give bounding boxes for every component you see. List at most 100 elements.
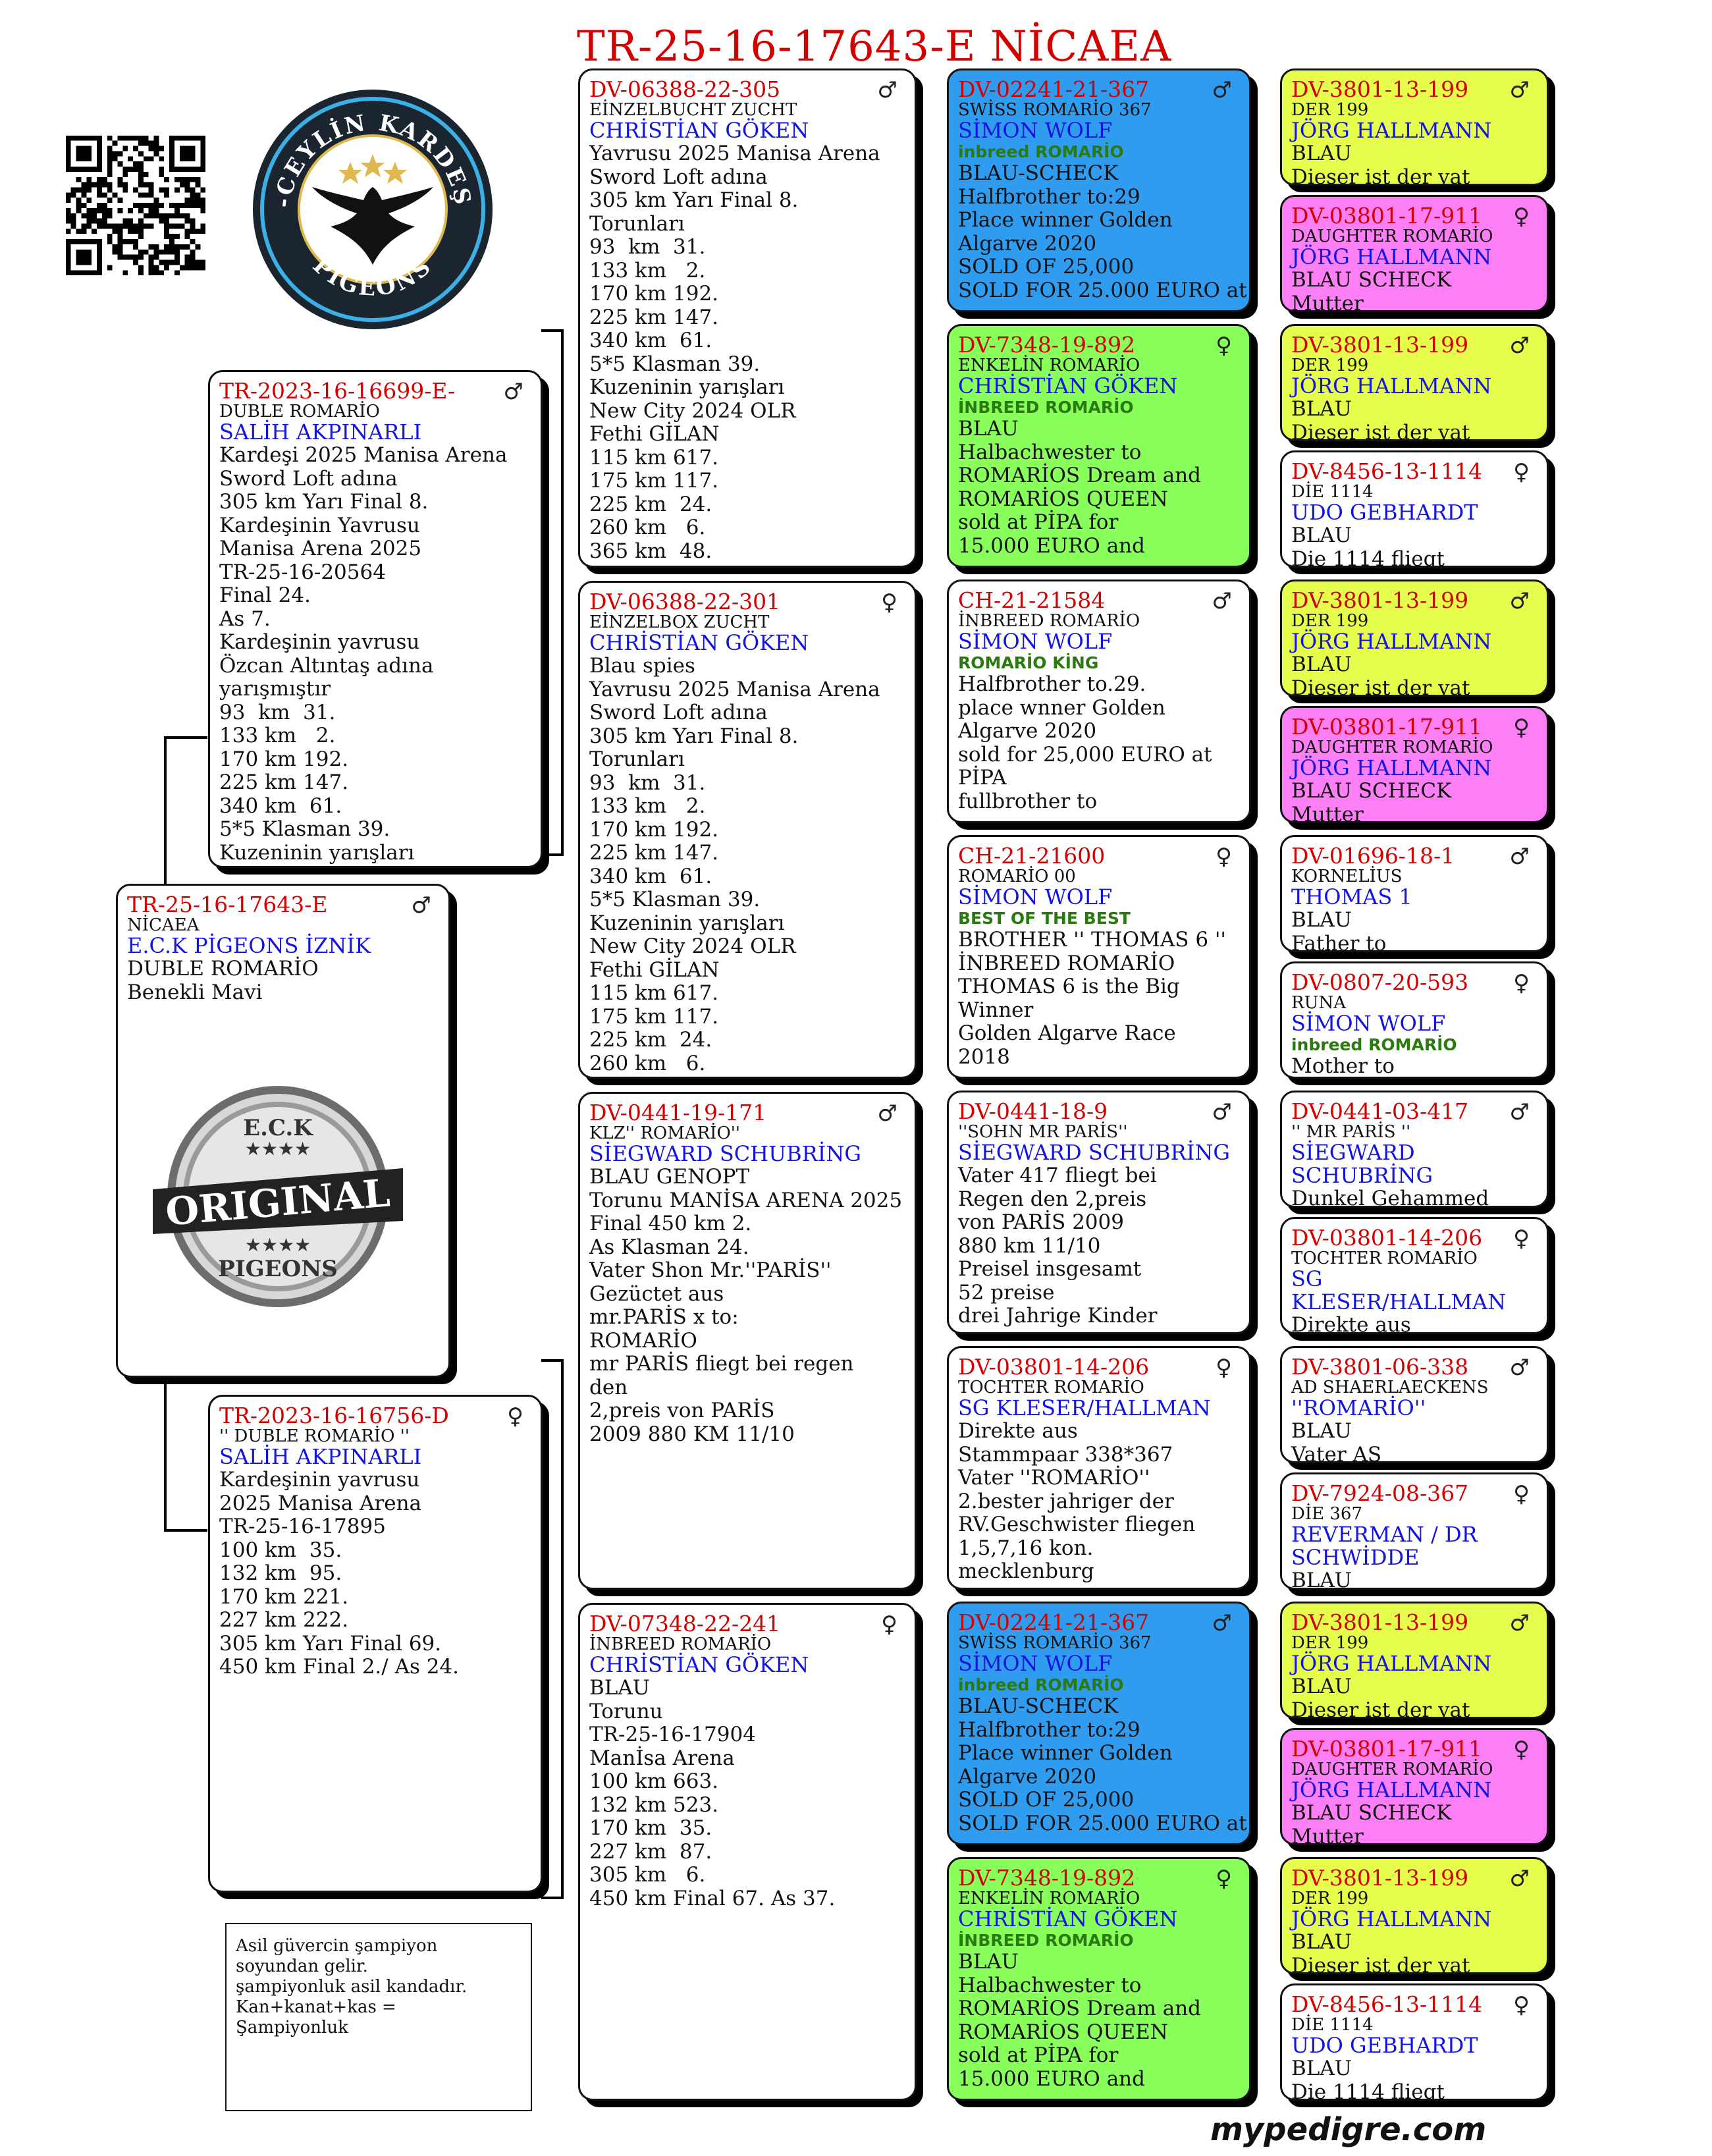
owner-name: SALİH AKPINARLI (219, 1444, 422, 1469)
footer-site-link[interactable]: mypedigre.com (1210, 2111, 1487, 2148)
pigeon-name: '' DUBLE ROMARİO '' (219, 1426, 410, 1446)
info-line: 170 km 35. (589, 1816, 712, 1840)
male-sex-icon: ♂ (1509, 1355, 1530, 1381)
info-line: 132 km 95. (219, 1561, 342, 1585)
pedigree-card-g3-5[interactable]: ♂ DV-0441-18-9 ''SOHN MR PARİS'' SİEGWAR… (947, 1091, 1251, 1334)
pedigree-card-g3-2[interactable]: ♀ DV-7348-19-892 ENKELİN ROMARİO CHRİSTİ… (947, 324, 1251, 568)
ring-number: DV-3801-13-199 (1291, 76, 1469, 102)
pigeon-name: SWİSS ROMARİO 367 (958, 1633, 1152, 1653)
connector-line (164, 736, 207, 739)
ring-number: DV-3801-13-199 (1291, 587, 1469, 613)
note-line: soyundan gelir. (236, 1956, 368, 1976)
note-line: Şampiyonluk (236, 2018, 348, 2037)
pedigree-card-dam[interactable]: ♀ TR-2023-16-16756-D '' DUBLE ROMARİO ''… (208, 1395, 543, 1893)
info-line: Mutter (1291, 291, 1364, 312)
male-sex-icon: ♂ (1509, 333, 1530, 359)
ring-number: DV-3801-13-199 (1291, 1609, 1469, 1635)
info-line: 305 km Yarı Final 8. (589, 188, 799, 212)
female-sex-icon: ♀ (1513, 203, 1530, 230)
pedigree-card-g3-1[interactable]: ♂ DV-02241-21-367 SWİSS ROMARİO 367 SİMO… (947, 68, 1251, 312)
male-sex-icon: ♂ (1509, 77, 1530, 103)
male-sex-icon: ♂ (1509, 1866, 1530, 1892)
card-notes: BLAU (1291, 1569, 1539, 1588)
info-line: Direkte aus (958, 1419, 1078, 1443)
info-line: Golden Algarve Race (958, 1021, 1176, 1045)
pedigree-card-g3-7[interactable]: ♂ DV-02241-21-367 SWİSS ROMARİO 367 SİMO… (947, 1602, 1251, 1845)
ring-number: CH-21-21600 (958, 843, 1106, 869)
info-line: 133 km 2. (589, 794, 706, 818)
info-line: Manİsa Arena (589, 1746, 735, 1770)
owner-name: SİMON WOLF (958, 629, 1113, 654)
info-line: New City 2024 OLR (589, 398, 796, 423)
ring-number: TR-25-16-17643-E (127, 892, 328, 917)
qr-code[interactable] (61, 130, 211, 281)
info-line: ROMARİOS QUEEN (958, 487, 1168, 511)
info-line: Dieser ist der vat (1291, 676, 1470, 697)
info-line: 52 preise (958, 1280, 1055, 1305)
pedigree-card-sire[interactable]: ♂ TR-2023-16-16699-E- DUBLE ROMARİO SALİ… (208, 370, 543, 868)
ring-number: DV-3801-13-199 (1291, 332, 1469, 358)
pigeon-name: DAUGHTER ROMARİO (1291, 1760, 1493, 1779)
info-line: 170 km 192. (219, 747, 349, 771)
info-line: Kardeşinin yavrusu (219, 1468, 420, 1492)
info-line: 15.000 EURO and (958, 2066, 1145, 2091)
pedigree-card-sire-dam[interactable]: ♀ DV-06388-22-301 EİNZELBOX ZUCHT CHRİST… (578, 581, 917, 1079)
owner-name: SİMON WOLF (1291, 1011, 1446, 1036)
info-line: Place winner Golden (958, 208, 1173, 232)
info-line: TR-25-16-17904 (589, 1723, 756, 1746)
pigeon-name: TOCHTER ROMARİO (958, 1378, 1144, 1397)
info-line: 93 km 31. (589, 235, 706, 259)
info-line: Algarve 2020 (958, 719, 1097, 743)
svg-text:★★★★: ★★★★ (245, 1138, 311, 1160)
info-line: 133 km 2. (219, 724, 336, 747)
svg-text:★★★★: ★★★★ (245, 1234, 311, 1256)
ring-number: DV-8456-13-1114 (1291, 458, 1483, 484)
info-line: BLAU (958, 1950, 1019, 1974)
pigeon-name: DİE 1114 (1291, 2015, 1374, 2035)
pedigree-card-g4-9[interactable]: ♂DV-0441-03-417'' MR PARİS ''SİEGWARD SC… (1280, 1091, 1549, 1208)
info-line: Direkte aus (1291, 1313, 1411, 1334)
pedigree-card-g3-8[interactable]: ♀ DV-7348-19-892 ENKELİN ROMARİO CHRİSTİ… (947, 1857, 1251, 2101)
pedigree-card-dam-sire[interactable]: ♂ DV-0441-19-171 KLZ'' ROMARİO'' SİEGWAR… (578, 1092, 917, 1590)
pedigree-card-sire-sire[interactable]: ♂ DV-06388-22-305 EİNZELBUCHT ZUCHT CHRİ… (578, 68, 917, 568)
info-line: BLAU (1291, 524, 1352, 547)
connector-line (541, 329, 564, 332)
female-sex-icon: ♀ (881, 589, 897, 616)
pigeon-name: İNBREED ROMARİO (589, 1634, 772, 1654)
info-line: 2018 (958, 1044, 1010, 1069)
pedigree-card-g3-3[interactable]: ♂ CH-21-21584 İNBREED ROMARİO SİMON WOLF… (947, 579, 1251, 823)
info-line: 340 km 61. (589, 864, 712, 888)
pigeon-name: DER 199 (1291, 100, 1369, 120)
pedigree-card-g3-6[interactable]: ♀ DV-03801-14-206 TOCHTER ROMARİO SG KLE… (947, 1346, 1251, 1590)
ring-number: DV-03801-17-911 (1291, 1736, 1483, 1762)
pigeon-name: ENKELİN ROMARİO (958, 356, 1140, 375)
pedigree-card-g3-4[interactable]: ♀ CH-21-21600 ROMARİO 00 SİMON WOLF BEST… (947, 835, 1251, 1079)
info-line: BLAU (958, 417, 1019, 441)
pedigree-card-dam-dam[interactable]: ♀ DV-07348-22-241 İNBREED ROMARİO CHRİST… (578, 1603, 917, 2101)
owner-name: SİEGWARD SCHUBRİNG (1291, 1140, 1433, 1188)
breed-note: İNBREED ROMARİO (958, 1931, 1134, 1950)
ring-number: DV-8456-13-1114 (1291, 1991, 1483, 2017)
ring-number: DV-02241-21-367 (958, 76, 1150, 102)
pigeon-name: '' MR PARİS '' (1291, 1122, 1411, 1142)
